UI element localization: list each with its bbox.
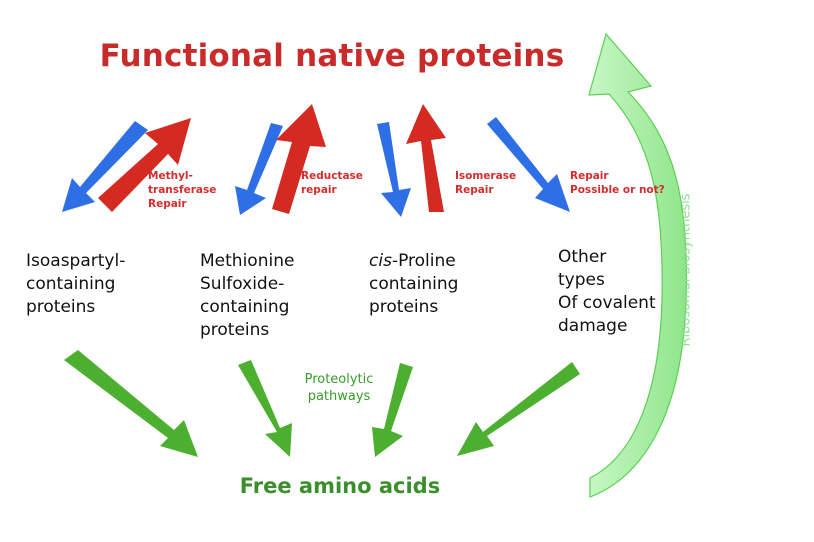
class-line: containing	[26, 274, 116, 294]
repair-line: Repair	[455, 184, 494, 196]
class-other-damage: Other types Of covalent damage	[558, 246, 656, 338]
repair-line: Reductase	[301, 170, 363, 182]
class-line: types	[558, 270, 605, 290]
class-line: damage	[558, 316, 628, 336]
repair-label-reductase: Reductase repair	[301, 169, 363, 197]
ribosomal-biosynthesis-label: Ribosomal biosynthesis	[678, 193, 694, 347]
class-line: -Proline	[391, 251, 456, 271]
class-line: proteins	[26, 297, 96, 317]
proteo-line: pathways	[307, 389, 371, 404]
proteo-line: Proteolytic	[304, 372, 374, 387]
top-label: Functional native proteins	[99, 38, 565, 74]
bottom-label: Free amino acids	[239, 474, 441, 498]
blue-arrow-isoaspartyl	[62, 121, 148, 212]
class-line: Sulfoxide-	[200, 274, 285, 294]
green-arrow-cisproline	[372, 363, 413, 457]
class-line: proteins	[200, 320, 270, 340]
ribosomal-biosynthesis-arrow	[588, 32, 687, 498]
cis-prefix: cis	[369, 251, 392, 271]
repair-line: Isomerase	[455, 170, 517, 182]
red-arrow-reductase	[272, 104, 326, 214]
class-line: proteins	[369, 297, 439, 317]
repair-line: Methyl-	[148, 170, 193, 182]
blue-arrow-cisproline	[377, 122, 411, 217]
proteolytic-pathways-label: Proteolytic pathways	[284, 371, 394, 405]
class-line: Other	[558, 247, 607, 267]
class-isoaspartyl: Isoaspartyl-containing proteins	[26, 250, 125, 319]
repair-line: repair	[301, 184, 337, 196]
class-cis-proline: cis-Proline containing proteins	[369, 250, 458, 319]
green-arrow-methionine	[238, 360, 292, 457]
class-line: Methionine	[200, 251, 295, 271]
class-line: Of covalent	[558, 293, 656, 313]
red-arrow-isomerase	[406, 104, 446, 212]
repair-line: transferase	[148, 184, 217, 196]
class-line: Isoaspartyl-	[26, 251, 126, 271]
repair-line: Repair	[148, 198, 187, 210]
repair-line: Possible or not?	[570, 184, 665, 196]
class-line: containing	[369, 274, 459, 294]
blue-arrow-methionine	[235, 123, 283, 215]
class-line: containing	[200, 297, 290, 317]
red-arrow-methyltransferase	[98, 118, 191, 212]
green-arrow-isoaspartyl	[64, 350, 198, 457]
green-arrow-other	[457, 362, 580, 456]
blue-arrow-other	[487, 117, 570, 212]
repair-line: Repair	[570, 170, 609, 182]
